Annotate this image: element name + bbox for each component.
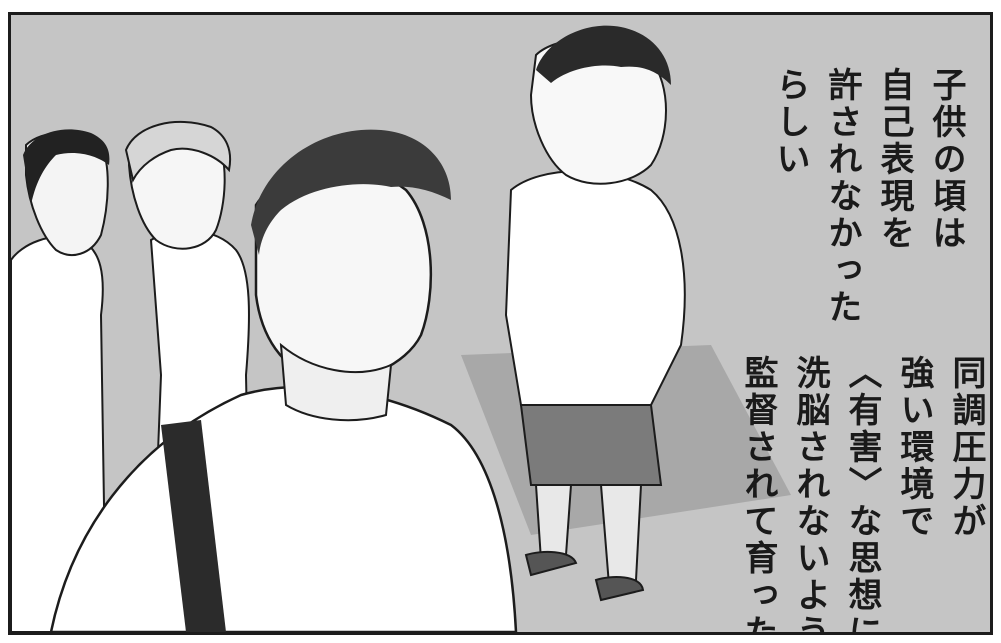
panel-illustration <box>11 25 791 632</box>
caption-line: 洗脳されないよう <box>790 355 830 635</box>
man-foreground <box>49 129 518 632</box>
caption-line: 子供の頃は <box>926 67 966 252</box>
caption-line: 自己表現を <box>874 67 914 252</box>
caption-line: 監督されて育った <box>738 355 778 635</box>
man-left-far <box>11 129 110 632</box>
caption-line: 〈有害〉な思想に <box>842 355 882 635</box>
caption-top: 子供の頃は 自己表現を 許されなかった らしい <box>770 67 966 326</box>
backpack-strap <box>161 420 226 632</box>
caption-bottom: 同調圧力が 強い環境で 〈有害〉な思想に 洗脳されないよう 監督されて育った <box>738 355 986 635</box>
caption-line: 強い環境で <box>894 355 934 540</box>
manga-panel: 子供の頃は 自己表現を 許されなかった らしい 同調圧力が 強い環境で 〈有害〉… <box>8 12 993 635</box>
man-looking-up <box>504 25 686 602</box>
caption-line: 許されなかった <box>822 67 862 326</box>
caption-line: 同調圧力が <box>946 355 986 540</box>
caption-line: らしい <box>770 67 810 178</box>
